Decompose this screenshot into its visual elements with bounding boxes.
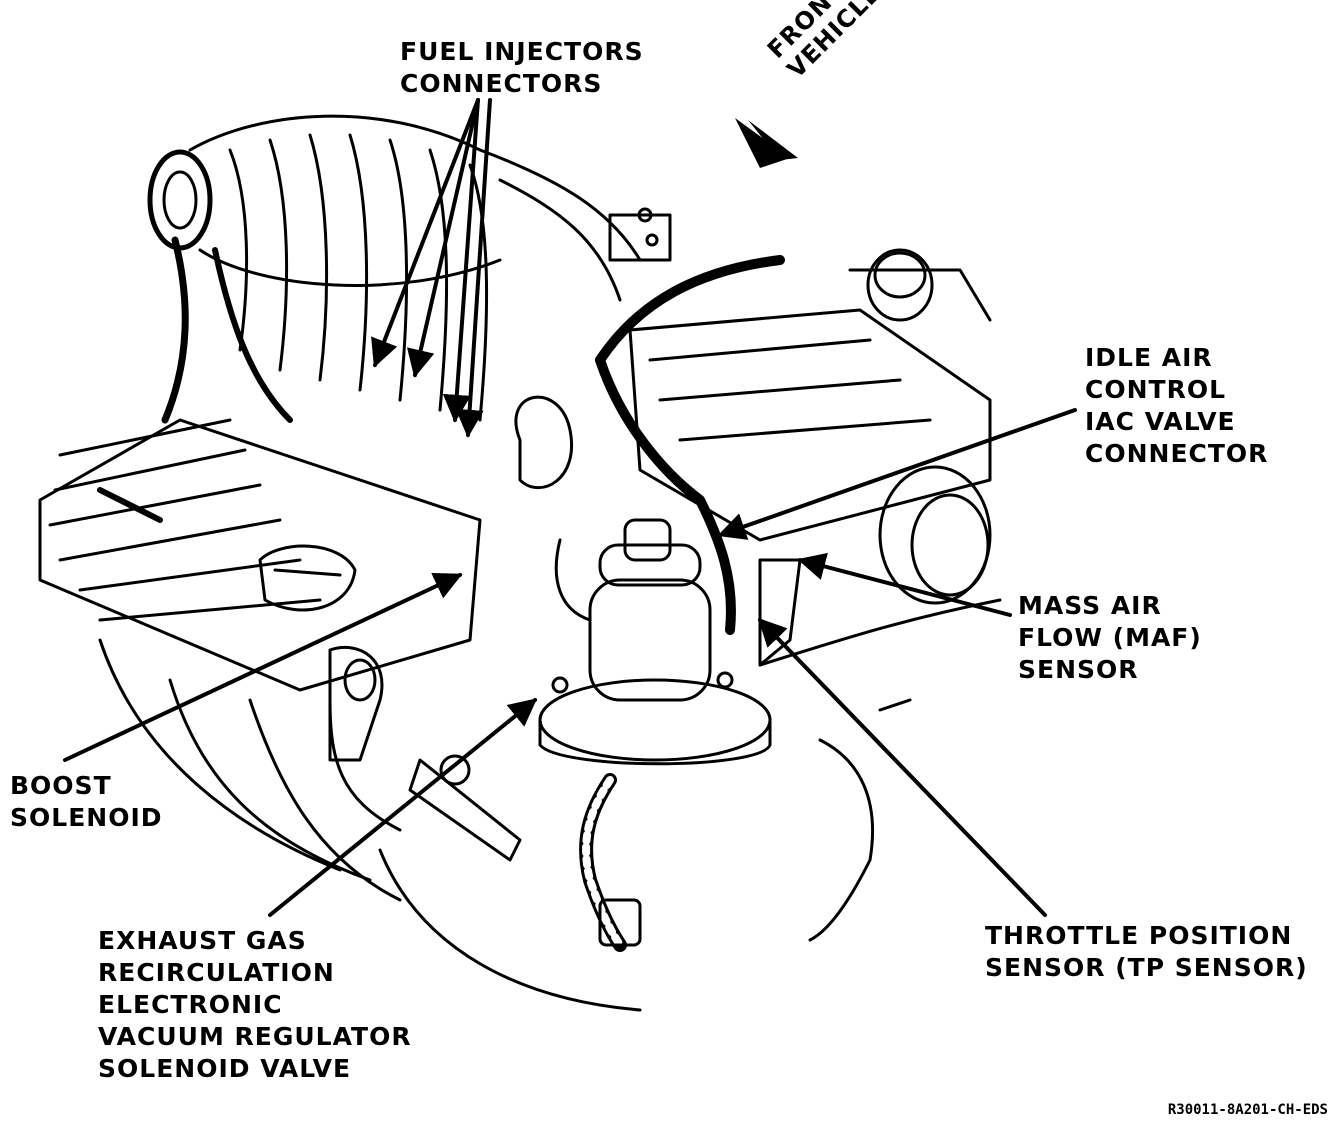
label-maf-line3: SENSOR [1018,655,1139,684]
label-egr-line4: VACUUM REGULATOR [98,1022,412,1051]
label-maf-line2: FLOW (MAF) [1018,623,1202,652]
label-boost-solenoid: BOOST SOLENOID [10,770,163,834]
label-egr-line2: RECIRCULATION [98,958,335,987]
label-idle-air-control: IDLE AIR CONTROL IAC VALVE CONNECTOR [1085,342,1268,470]
label-egr-line3: ELECTRONIC [98,990,283,1019]
label-throttle-position-sensor: THROTTLE POSITION SENSOR (TP SENSOR) [985,920,1308,984]
label-iac-line2: CONTROL [1085,375,1227,404]
label-iac-line1: IDLE AIR [1085,343,1213,372]
label-egr-line1: EXHAUST GAS [98,926,307,955]
label-boost-line1: BOOST [10,771,112,800]
label-fuel-injectors: FUEL INJECTORS CONNECTORS [400,36,644,100]
label-fuel-injectors-line2: CONNECTORS [400,69,603,98]
label-fuel-injectors-line1: FUEL INJECTORS [400,37,644,66]
figure-code: R30011-8A201-CH-EDS [1167,1102,1328,1118]
label-maf-sensor: MASS AIR FLOW (MAF) SENSOR [1018,590,1202,686]
label-iac-line4: CONNECTOR [1085,439,1269,468]
label-tps-line1: THROTTLE POSITION [985,921,1293,950]
leader-lines [63,98,1077,917]
label-egr-line5: SOLENOID VALVE [98,1054,352,1083]
label-maf-line1: MASS AIR [1018,591,1162,620]
label-egr-solenoid-valve: EXHAUST GAS RECIRCULATION ELECTRONIC VAC… [98,925,412,1085]
label-tps-line2: SENSOR (TP SENSOR) [985,953,1308,982]
front-of-vehicle-arrow-icon [735,118,798,168]
label-iac-line3: IAC VALVE [1085,407,1236,436]
label-boost-line2: SOLENOID [10,803,163,832]
engine-illustration [38,114,1002,1012]
